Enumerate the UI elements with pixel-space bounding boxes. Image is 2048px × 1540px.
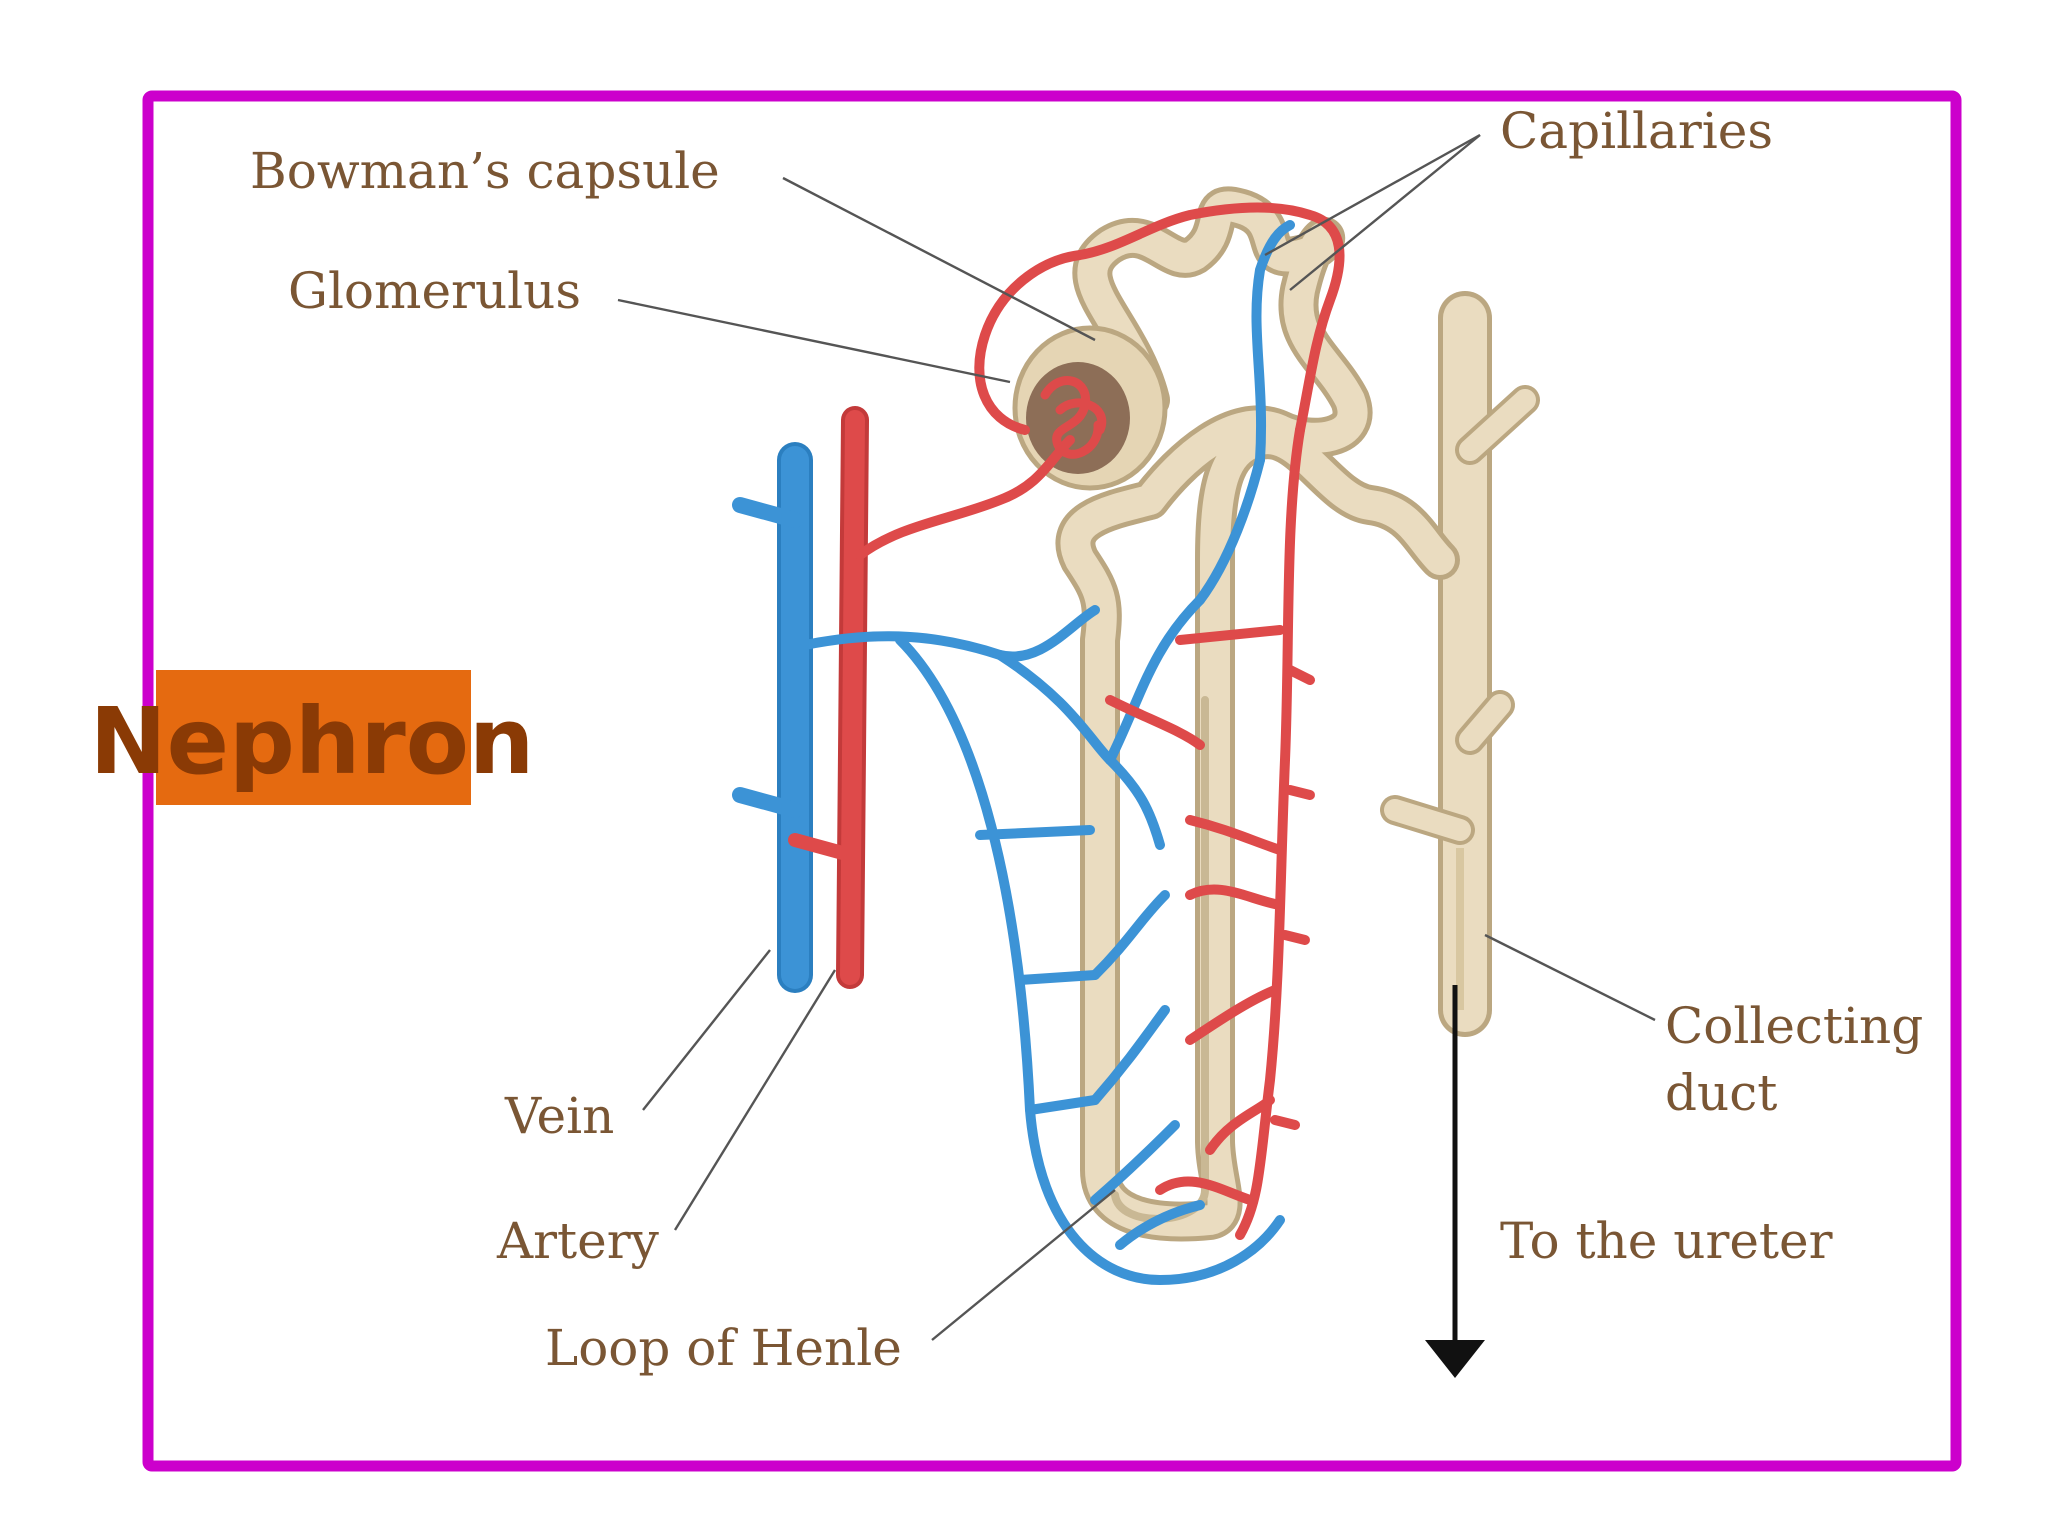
ureter-arrowhead — [1425, 1340, 1485, 1378]
to-the-ureter-label: To the ureter — [1500, 1212, 1833, 1270]
artery-label: Artery — [496, 1212, 660, 1270]
title-badge: Nephron — [90, 670, 535, 805]
capillaries-label: Capillaries — [1500, 102, 1773, 160]
glomerulus-label: Glomerulus — [288, 262, 581, 320]
venous-capillaries — [800, 220, 1295, 1285]
figure-frame — [142, 90, 1962, 1472]
arterial-capillaries — [855, 202, 1345, 1240]
loop-of-henle-label: Loop of Henle — [545, 1319, 902, 1377]
collecting-duct-label-line1: Collecting — [1665, 997, 1923, 1055]
bowmans-capsule-label: Bowman’s capsule — [250, 142, 720, 200]
leader-lines — [617, 133, 1656, 1341]
collecting-duct-label-line2: duct — [1665, 1064, 1777, 1122]
figure-title: Nephron — [90, 688, 535, 795]
vein-trunk — [732, 442, 813, 993]
glomerulus — [1040, 376, 1107, 459]
collecting-duct — [1380, 291, 1540, 1037]
artery-trunk — [788, 406, 869, 989]
vein-label: Vein — [504, 1087, 614, 1145]
labels: Bowman’s capsule Glomerulus Capillaries … — [250, 102, 1923, 1377]
